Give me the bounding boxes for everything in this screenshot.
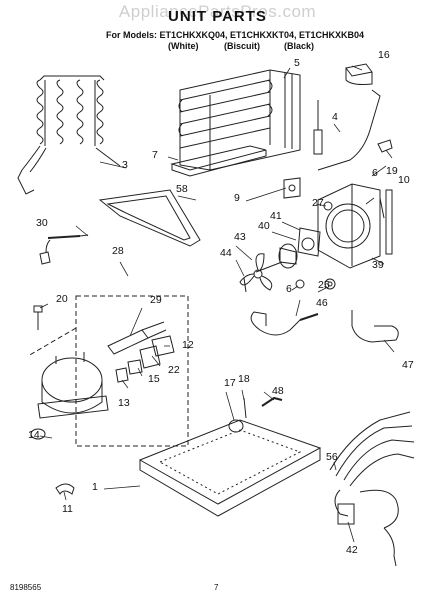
callout-label: 22	[168, 364, 180, 376]
screw-part-18	[243, 397, 247, 419]
overload-part	[139, 345, 161, 369]
condenser-coil-part	[17, 75, 121, 195]
nut-part-25	[324, 278, 336, 290]
thermostat-part	[313, 89, 381, 171]
callout-label: 46	[316, 297, 328, 309]
hose-part	[351, 310, 399, 343]
callout-label: 6	[372, 167, 378, 179]
callout-label: 47	[402, 359, 414, 371]
callout-label: 5	[294, 57, 300, 69]
watermark-text: AppliancePartsPros.com	[118, 2, 317, 21]
bracket-clip-part	[115, 367, 129, 383]
electrical-kit-box	[75, 295, 189, 447]
callout-label: 48	[272, 385, 284, 397]
callout-label: 20	[56, 293, 68, 305]
callout-label: 13	[118, 397, 130, 409]
callout-label: 40	[258, 220, 270, 232]
callout-label: 7	[152, 149, 158, 161]
drain-tube-part	[250, 311, 301, 336]
callout-label: 14	[28, 429, 40, 441]
clip-part	[377, 139, 393, 153]
callout-label: 56	[326, 451, 338, 463]
fan-shroud-part	[317, 183, 381, 269]
bracket-part	[283, 177, 301, 199]
callout-label: 27	[312, 197, 324, 209]
callout-label: 6	[286, 283, 292, 295]
callout-label: 39	[372, 259, 384, 271]
callout-label: 10	[398, 174, 410, 186]
callout-label: 4	[332, 111, 338, 123]
tube-part	[261, 396, 283, 407]
fan-motor-part	[255, 227, 321, 273]
capacitor-part	[107, 321, 167, 355]
callout-label: 58	[176, 183, 188, 195]
doc-number: 8198565	[10, 583, 42, 592]
clip-part-11	[55, 483, 75, 495]
callout-label: 9	[234, 192, 240, 204]
callout-label: 19	[386, 165, 398, 177]
callout-label: 11	[62, 503, 73, 515]
variant-biscuit: (Biscuit)	[224, 41, 260, 51]
callout-label: 17	[224, 377, 236, 389]
variant-white: (White)	[168, 41, 199, 51]
screw-part-6	[379, 197, 385, 219]
variant-black: (Black)	[284, 41, 315, 51]
models-line: For Models: ET1CHKXKQ04, ET1CHKXKT04, ET…	[106, 30, 365, 40]
callout-label: 30	[36, 217, 48, 229]
fan-blade-part	[239, 253, 273, 291]
callout-label: 44	[220, 247, 232, 259]
callout-label: 41	[270, 210, 282, 222]
fan-screw-part	[243, 277, 247, 293]
callout-label: 42	[346, 544, 358, 556]
callout-label: 1	[92, 481, 98, 493]
roller-part	[228, 419, 244, 433]
evaporator-part	[178, 69, 301, 171]
callout-label: 3	[122, 159, 128, 171]
callout-label: 25	[318, 279, 330, 291]
heater-part	[39, 234, 89, 265]
relay-part	[151, 335, 175, 357]
foam-strip-part	[385, 189, 393, 255]
grommet-part	[30, 428, 46, 440]
terminal-cover-part	[127, 359, 143, 375]
callout-label: 43	[234, 231, 246, 243]
callout-label: 28	[112, 245, 124, 257]
callout-label: 15	[148, 373, 160, 385]
callout-label: 12	[182, 339, 194, 351]
callout-label: 29	[150, 294, 162, 306]
callout-label: 16	[378, 49, 390, 61]
base-pan-part	[138, 419, 322, 517]
wiring-harness-part	[329, 411, 415, 567]
compressor-part	[37, 352, 109, 419]
callout-label: 18	[238, 373, 250, 385]
control-knob-part	[345, 63, 373, 85]
leader-lines	[39, 65, 395, 543]
page-title: UNIT PARTS	[168, 8, 267, 25]
nut-part-6	[295, 279, 305, 289]
drain-trough-part	[98, 189, 201, 247]
page-number: 7	[214, 583, 219, 592]
